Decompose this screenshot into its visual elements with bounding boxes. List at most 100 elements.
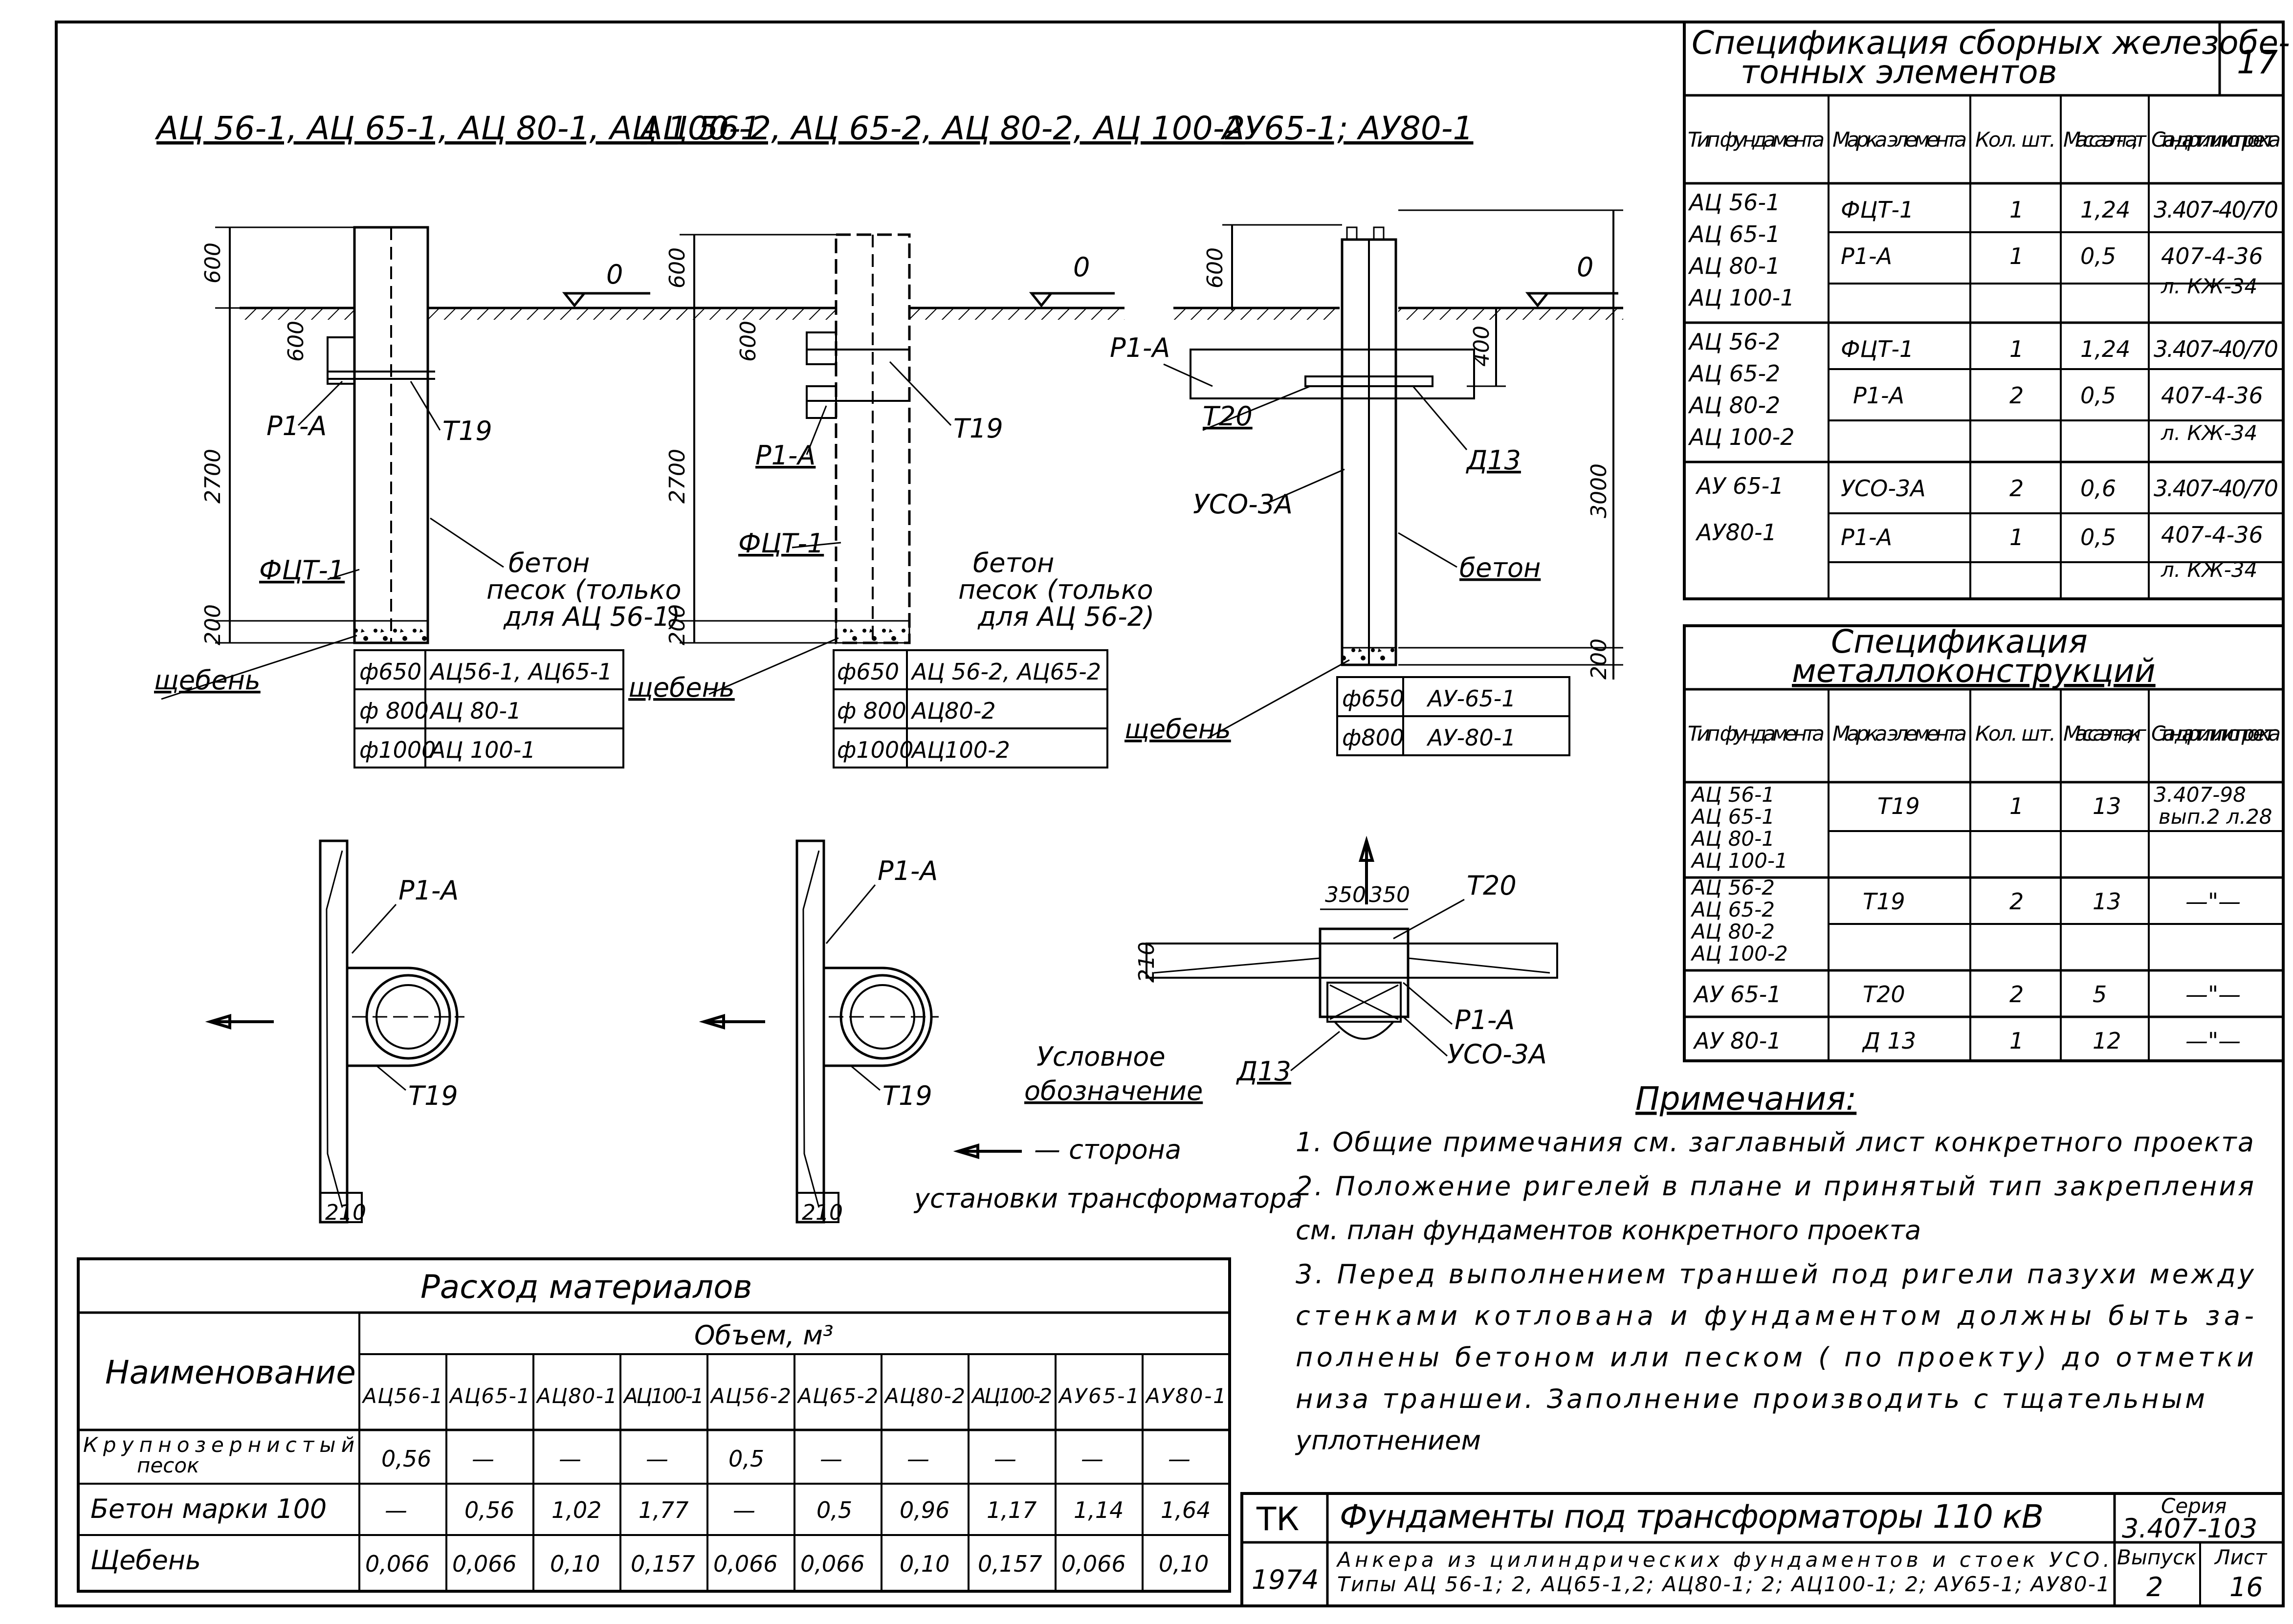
- mat-1-2: 1,02: [551, 1497, 601, 1523]
- rc-g2-r1-std2: л. КЖ-34: [2161, 558, 2257, 582]
- name-header: Наименование: [105, 1354, 356, 1391]
- mat-1-0: —: [385, 1497, 407, 1523]
- mat-2-9: 0,10: [1159, 1551, 1209, 1577]
- mat-0-7: —: [994, 1446, 1016, 1472]
- spec-mc-title-2: металлоконструкций: [1792, 652, 2156, 690]
- mat-row-0-name: Крупнозернистый: [83, 1433, 354, 1457]
- rc-g0-t3: АЦ 100-1: [1688, 285, 1794, 311]
- label-beton-3: бетон: [1459, 552, 1541, 583]
- note-line-5: полнены бетоном или песком ( по проекту)…: [1296, 1342, 2254, 1373]
- label-pesok-2: песок (только: [958, 574, 1153, 605]
- label-uso3a-3: УСО-3А: [1193, 489, 1293, 520]
- tb-title: Фундаменты под трансформаторы 110 кВ: [1340, 1498, 2044, 1536]
- mat-2-1: 0,066: [452, 1551, 517, 1577]
- dim-200-1: 200: [200, 604, 225, 645]
- mat-1-6: 0,96: [900, 1497, 949, 1523]
- mc-r2-mark: Т20: [1863, 981, 1905, 1008]
- diam-2-1-d: ф 800: [837, 698, 906, 724]
- dim-210-p2: 210: [802, 1200, 843, 1225]
- label-p1a-p1: Р1-А: [398, 875, 459, 906]
- rc-g2-r1-mass: 0,5: [2080, 524, 2116, 550]
- tb-year: 1974: [1252, 1564, 1319, 1595]
- arrow-left-icon: [205, 1013, 274, 1030]
- rc-g2-r0-mark: УСО-3А: [1841, 475, 1926, 502]
- mat-0-1: —: [472, 1446, 494, 1472]
- mc-r2-std1: —"—: [2185, 981, 2241, 1008]
- label-d13-3: Д13: [1466, 445, 1521, 476]
- mat-col-7: АЦ100-2: [970, 1384, 1052, 1408]
- plan-view-1: 210 Р1-А Т19: [205, 839, 464, 1225]
- mat-1-8: 1,14: [1074, 1497, 1124, 1523]
- mc-r1-mass: 13: [2093, 888, 2121, 915]
- rc-g1-t0: АЦ 56-2: [1688, 329, 1780, 355]
- level-zero-3: 0: [1577, 252, 1593, 283]
- dim-2700-1: 2700: [200, 449, 225, 504]
- diam-2-0-d: ф650: [837, 658, 899, 685]
- mc-r1-t0: АЦ 56-2: [1690, 876, 1775, 900]
- mat-row-0: 0,56 — — — 0,5 — — — — —: [381, 1446, 1191, 1472]
- diam-1-0-t: АЦ56-1, АЦ65-1: [429, 658, 612, 685]
- tb-issue-value: 2: [2146, 1572, 2163, 1602]
- mat-1-3: 1,77: [639, 1497, 688, 1523]
- rc-h3: Масса эл-та, т: [2063, 128, 2147, 152]
- spec-rc-title-1: Спецификация сборных железобе-: [1692, 24, 2290, 62]
- mc-r0-std2: вып.2 л.28: [2159, 805, 2272, 829]
- rc-g0-t1: АЦ 65-1: [1688, 221, 1780, 247]
- rc-g2-r0-mass: 0,6: [2080, 475, 2116, 502]
- mc-r1-t3: АЦ 100-2: [1690, 942, 1788, 966]
- dim-600-1: 600: [200, 242, 225, 284]
- dim-600-2: 600: [665, 247, 690, 288]
- mc-h1: Марка элемента: [1832, 722, 1967, 746]
- rc-g1-t3: АЦ 100-2: [1688, 424, 1794, 450]
- mat-2-5: 0,066: [800, 1551, 865, 1577]
- rc-g0-t0: АЦ 56-1: [1688, 189, 1780, 216]
- note-line-4: стенками котлована и фундаментом должны …: [1296, 1300, 2254, 1331]
- diam-1-0-d: ф650: [359, 658, 421, 685]
- rc-g2-t1: АУ80-1: [1695, 519, 1777, 546]
- dim-210-p1: 210: [325, 1200, 366, 1225]
- arrow-up-icon: [1358, 835, 1375, 904]
- note-line-7: уплотнением: [1295, 1425, 1481, 1456]
- mat-1-7: 1,17: [987, 1497, 1036, 1523]
- rc-g0-r1-std: 407-4-36: [2161, 243, 2263, 269]
- mc-h2: Кол. шт.: [1975, 722, 2056, 746]
- label-p1a-1: Р1-А: [266, 411, 327, 441]
- rc-g0-r1-mark: Р1-А: [1841, 243, 1892, 269]
- label-beton-1: бетон: [508, 548, 590, 578]
- dim-600-3: 600: [1203, 247, 1228, 288]
- mat-1-9: 1,64: [1161, 1497, 1211, 1523]
- mc-r0-qty: 1: [2009, 793, 2024, 819]
- mat-0-3: —: [646, 1446, 668, 1472]
- label-uso3a-p3: УСО-3А: [1447, 1039, 1547, 1070]
- rc-g1-r1-mass: 0,5: [2080, 382, 2116, 409]
- diam-1-1-d: ф 800: [359, 698, 429, 724]
- diam-3-1-t: АУ-80-1: [1426, 724, 1516, 751]
- mat-col-9: АУ80-1: [1145, 1384, 1226, 1408]
- mat-0-0: 0,56: [381, 1446, 431, 1472]
- rc-g1-r1-std2: л. КЖ-34: [2161, 421, 2257, 445]
- dim-400-3: 400: [1469, 326, 1494, 367]
- label-t19-2: Т19: [953, 413, 1003, 444]
- legend-title-2: обозначение: [1024, 1075, 1203, 1106]
- mat-col-3: АЦ100-1: [622, 1384, 704, 1408]
- rc-h1: Марка элемента: [1832, 128, 1967, 152]
- notes: Примечания: 1. Общие примечания см. загл…: [1295, 1080, 2254, 1456]
- diam-1-2-t: АЦ 100-1: [429, 737, 535, 763]
- mat-2-0: 0,066: [365, 1551, 430, 1577]
- plan-view-3: 350 350 210 Т20 Р1-А УСО-3А Д13: [1134, 835, 1558, 1087]
- mc-r0-mass: 13: [2093, 793, 2121, 819]
- rc-h4: Стандарт или лист проекта: [2151, 128, 2281, 152]
- mat-2-2: 0,10: [550, 1551, 600, 1577]
- view-2: АЦ 56-2, АЦ 65-2, АЦ 80-2, АЦ 100-2 0 60…: [628, 110, 1245, 768]
- materials-title: Расход материалов: [420, 1268, 752, 1306]
- dim-200-3: 200: [1587, 638, 1611, 680]
- label-t20-p3: Т20: [1467, 870, 1517, 901]
- mc-r3-t0: АУ 80-1: [1693, 1028, 1782, 1054]
- label-t20-3: Т20: [1203, 401, 1253, 432]
- mc-r0-mark: Т19: [1877, 793, 1920, 819]
- diam-1-2-d: ф1000: [359, 737, 436, 763]
- rc-g0-r0-mass: 1,24: [2080, 197, 2130, 223]
- tb-series-label: Серия: [2161, 1494, 2227, 1518]
- mat-2-7: 0,157: [978, 1551, 1042, 1577]
- diam-2-2-t: АЦ100-2: [910, 737, 1010, 763]
